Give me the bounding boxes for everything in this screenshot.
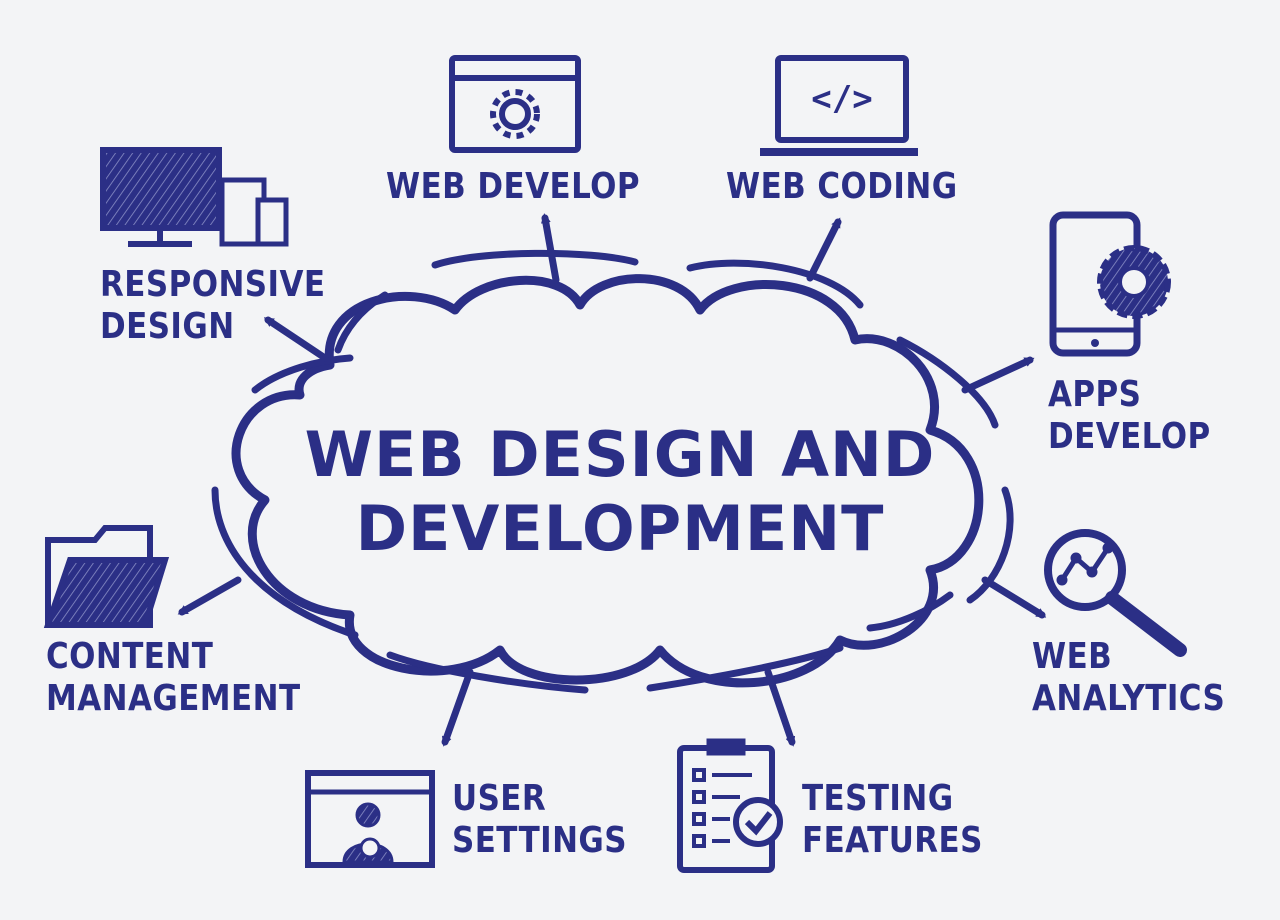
center-title: WEB DESIGN AND DEVELOPMENT — [270, 418, 970, 566]
svg-text:</>: </> — [811, 79, 872, 119]
browser-gear-icon — [449, 55, 581, 153]
devices-icon — [100, 147, 289, 247]
label-web-analytics-line1: WEB — [1032, 636, 1113, 677]
arrow-web-develop — [540, 213, 560, 284]
smartphone-gear-icon — [1049, 211, 1171, 357]
label-web-analytics-line2: ANALYTICS — [1032, 678, 1226, 719]
arrow-responsive-design — [263, 316, 329, 362]
label-responsive-design-line1: RESPONSIVE — [100, 264, 326, 305]
arrow-content-management — [177, 576, 242, 616]
label-content-management-line2: MANAGEMENT — [46, 678, 301, 719]
cloud-outer-arcs — [211, 249, 1014, 694]
magnifier-chart-icon — [1044, 529, 1187, 657]
browser-user-icon — [305, 770, 435, 868]
connector-arrows — [177, 213, 1047, 747]
arrow-web-analytics — [981, 576, 1047, 619]
label-apps-develop-line1: APPS — [1048, 374, 1142, 415]
label-web-develop: WEB DEVELOP — [386, 166, 641, 207]
label-web-analytics: WEB ANALYTICS — [1032, 636, 1225, 720]
label-user-settings: USER SETTINGS — [452, 778, 627, 862]
label-content-management: CONTENT MANAGEMENT — [46, 636, 300, 720]
label-testing-features-line2: FEATURES — [802, 820, 983, 861]
clipboard-check-icon — [677, 738, 783, 873]
arrow-web-coding — [806, 217, 842, 282]
label-user-settings-line1: USER — [452, 778, 547, 819]
label-web-coding: WEB CODING — [726, 166, 958, 207]
label-responsive-design: RESPONSIVE DESIGN — [100, 264, 325, 348]
laptop-code-icon: </> — [760, 55, 918, 156]
label-testing-features-line1: TESTING — [802, 778, 954, 819]
label-apps-develop: APPS DEVELOP — [1048, 374, 1211, 458]
center-title-line2: DEVELOPMENT — [355, 492, 885, 565]
arrow-apps-develop — [961, 356, 1035, 394]
label-apps-develop-line2: DEVELOP — [1048, 416, 1211, 457]
arrow-user-settings — [441, 668, 474, 747]
label-testing-features: TESTING FEATURES — [802, 778, 983, 862]
label-content-management-line1: CONTENT — [46, 636, 214, 677]
label-responsive-design-line2: DESIGN — [100, 306, 235, 347]
label-user-settings-line2: SETTINGS — [452, 820, 627, 861]
arrow-testing-features — [764, 668, 796, 747]
central-cloud — [231, 274, 984, 688]
folder-icon — [43, 525, 170, 628]
center-title-line1: WEB DESIGN AND — [304, 418, 936, 491]
